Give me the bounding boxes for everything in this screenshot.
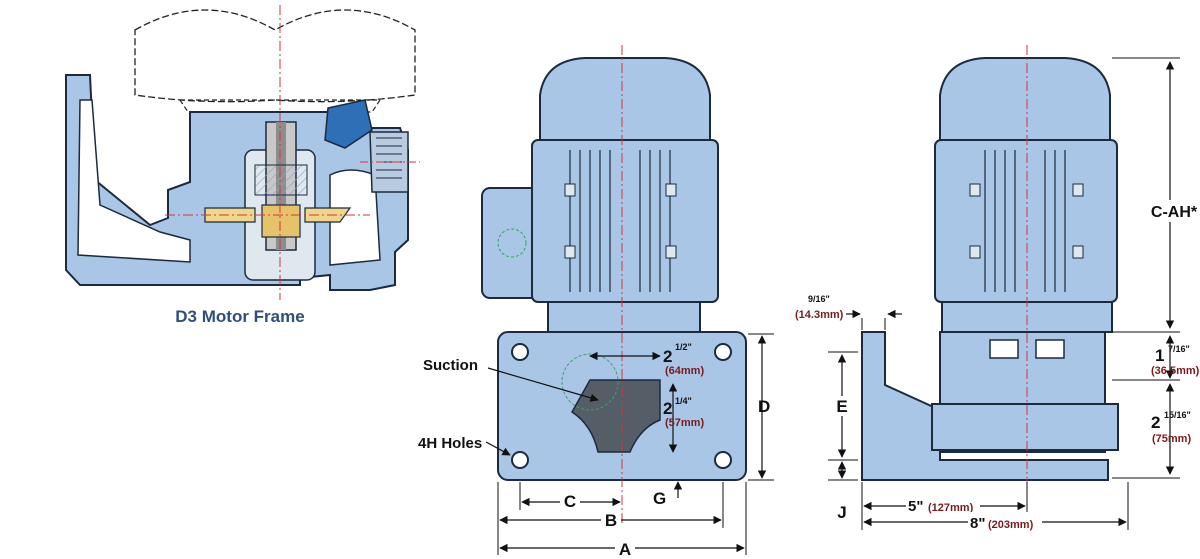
motor-phantom-outline <box>134 9 416 103</box>
dim-e-label: E <box>836 397 847 416</box>
holes-leader <box>485 441 511 456</box>
impeller-blade-left <box>204 207 256 223</box>
front-bolts <box>564 183 677 259</box>
front-motor-fins <box>531 139 719 303</box>
suction-leader <box>487 367 599 402</box>
dim-h2-frac: 15/16" <box>1164 410 1191 420</box>
dim-spacing-w-frac: 1/2" <box>675 342 692 352</box>
seal-spring <box>254 164 308 196</box>
drain-cap <box>324 99 373 149</box>
front-extension-lines <box>497 482 747 555</box>
conduit-port <box>497 228 527 258</box>
dim-a-label: A <box>619 540 631 559</box>
dim-spacing-h-frac: 1/4" <box>675 396 692 406</box>
dim-h1-whole: 1 <box>1155 346 1164 365</box>
dim-thick-in: 9/16" <box>808 294 830 304</box>
dim-thick-mm: (14.3mm) <box>795 309 844 321</box>
dim-w5-in: 5" <box>908 498 923 515</box>
dim-h2-mm: (75mm) <box>1152 433 1191 445</box>
dim-h1-mm: (36.5mm) <box>1151 365 1200 377</box>
dim-c-label: C <box>564 492 576 511</box>
side-bolts <box>969 183 1084 259</box>
dim-w8-in: 8" <box>970 515 985 532</box>
dim-w5-mm: (127mm) <box>928 502 974 514</box>
side-motor-cap <box>939 57 1111 141</box>
dim-g-label: G <box>653 489 666 508</box>
side-view: C-AH* 1 7/16" (36.5mm) 2 15/16" (75mm) 9… <box>795 45 1200 532</box>
mounting-holes <box>511 343 732 469</box>
front-adapter <box>547 301 701 333</box>
dim-h2-whole: 2 <box>1151 413 1160 432</box>
side-fin-lines <box>984 150 1066 292</box>
section-view: D3 Motor Frame <box>65 5 420 326</box>
dim-spacing-h-mm: (57mm) <box>665 417 704 429</box>
side-bracket <box>861 331 1109 481</box>
side-pump-band <box>931 403 1119 451</box>
dim-j-label: J <box>837 503 846 522</box>
dim-w8-mm: (203mm) <box>988 519 1034 531</box>
dim-b-label: B <box>605 511 617 530</box>
motor-phantom-flange <box>178 99 382 113</box>
front-view: Suction 4H Holes 2 1/2" (64mm) 2 1/4" (5… <box>418 45 774 559</box>
label-suction: Suction <box>423 357 478 374</box>
dim-spacing-w-mm: (64mm) <box>665 365 704 377</box>
dim-d-label: D <box>758 397 770 416</box>
inner-cavity-left <box>77 99 191 263</box>
side-extension-lines <box>828 57 1180 530</box>
side-motor-fins <box>934 139 1118 303</box>
impeller-hub <box>261 204 301 238</box>
front-fin-lines <box>569 150 671 292</box>
front-motor-cap <box>539 57 711 141</box>
dim-spacing-h-whole: 2 <box>663 399 672 418</box>
section-caption: D3 Motor Frame <box>175 307 304 326</box>
dim-spacing-w-whole: 2 <box>663 347 672 366</box>
dim-h1-frac: 7/16" <box>1168 344 1190 354</box>
dim-cah-label: C-AH* <box>1151 204 1198 221</box>
label-holes: 4H Holes <box>418 435 482 452</box>
side-windows <box>989 339 1065 359</box>
inner-cavity-right <box>329 169 381 266</box>
